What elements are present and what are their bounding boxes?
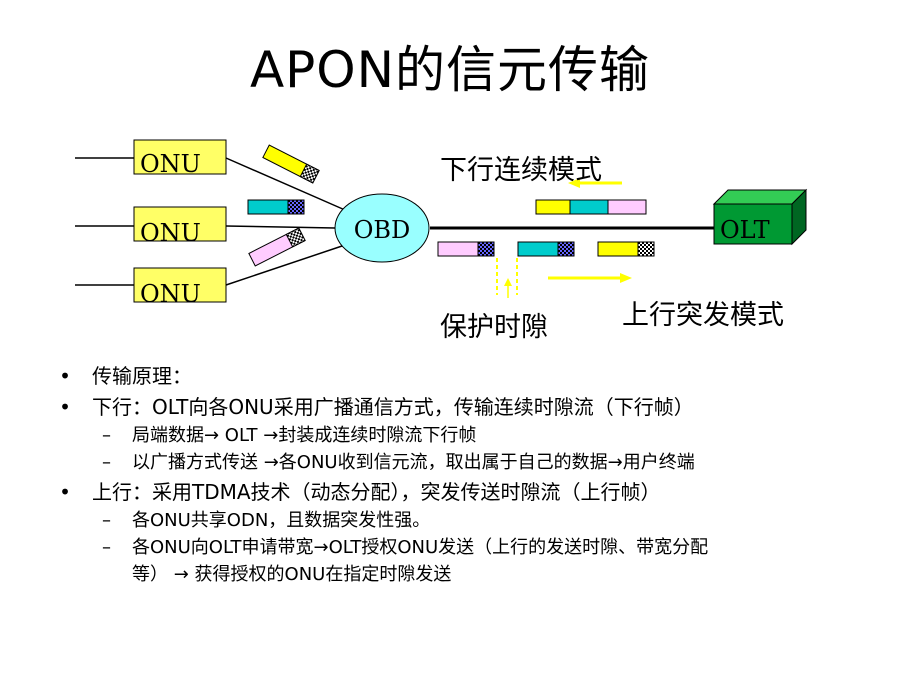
onu-label-1: ONU xyxy=(140,150,201,178)
sub-bullet-continuation: 等） → 获得授权的ONU在指定时隙发送 xyxy=(132,564,452,585)
guard-time-markers xyxy=(496,258,518,298)
bullet-text: 下行：OLT向各ONU采用广播通信方式，传输连续时隙流（下行帧） xyxy=(92,395,694,419)
onu1-obd-line xyxy=(225,157,346,211)
downstream-arrow xyxy=(568,178,622,188)
upstream-burst-cell-3 xyxy=(597,241,655,257)
sub-bullet-text: 各ONU共享ODN，且数据突发性强。 xyxy=(132,510,431,531)
sub-bullet: – 各ONU向OLT申请带宽→OLT授权ONU发送（上行的发送时隙、带宽分配 等… xyxy=(55,534,875,588)
upstream-arrow xyxy=(548,273,632,283)
sub-bullet-text: 各ONU向OLT申请带宽→OLT授权ONU发送（上行的发送时隙、带宽分配 xyxy=(132,537,709,558)
bullet-downstream: • 下行：OLT向各ONU采用广播通信方式，传输连续时隙流（下行帧） xyxy=(55,392,875,422)
onu-box-2: ONU xyxy=(133,206,227,247)
bullet-text: 上行：采用TDMA技术（动态分配），突发传送时隙流（上行帧） xyxy=(92,480,661,504)
sub-bullet-marker: – xyxy=(102,537,111,558)
obd-splitter: OBD xyxy=(334,193,430,263)
obd-label: OBD xyxy=(354,216,411,244)
bullet-upstream: • 上行：采用TDMA技术（动态分配），突发传送时隙流（上行帧） xyxy=(55,477,875,507)
upstream-burst-cell-2 xyxy=(517,241,575,257)
sub-bullet: – 局端数据→ OLT →封装成连续时隙流下行帧 xyxy=(55,422,875,449)
upstream-cell-onu1 xyxy=(262,144,320,184)
upstream-cell-onu3 xyxy=(248,227,306,267)
bullet-marker: • xyxy=(59,395,71,419)
bullet-marker: • xyxy=(59,364,71,388)
onu2-obd-line xyxy=(225,225,336,229)
bullet-list: • 传输原理： • 下行：OLT向各ONU采用广播通信方式，传输连续时隙流（下行… xyxy=(55,360,875,588)
sub-bullet: – 以广播方式传送 →各ONU收到信元流，取出属于自己的数据→用户终端 xyxy=(55,449,875,476)
sub-bullet: – 各ONU共享ODN，且数据突发性强。 xyxy=(55,507,875,534)
sub-bullet-marker: – xyxy=(102,452,111,473)
upstream-mode-label: 上行突发模式 xyxy=(622,300,784,331)
onu-box-1: ONU xyxy=(133,139,227,178)
onu-box-3: ONU xyxy=(133,267,227,308)
sub-bullet-marker: – xyxy=(102,425,111,446)
apon-diagram: ONU ONU ONU OBD OLT xyxy=(75,139,808,343)
onu3-obd-line xyxy=(225,244,346,286)
bullet-text: 传输原理： xyxy=(92,364,192,388)
bullet-principle: • 传输原理： xyxy=(55,361,875,391)
slide-title: APON的信元传输 xyxy=(249,41,651,99)
guard-time-label: 保护时隙 xyxy=(440,312,548,343)
downstream-frame xyxy=(535,199,647,215)
upstream-burst-cell-1 xyxy=(437,241,495,257)
sub-bullet-text: 局端数据→ OLT →封装成连续时隙流下行帧 xyxy=(132,425,477,446)
onu-label-2: ONU xyxy=(140,219,201,247)
upstream-cell-onu2 xyxy=(247,199,305,215)
sub-bullet-marker: – xyxy=(102,510,111,531)
olt-box: OLT xyxy=(712,188,808,246)
sub-bullet-text: 以广播方式传送 →各ONU收到信元流，取出属于自己的数据→用户终端 xyxy=(132,452,695,473)
bullet-marker: • xyxy=(59,480,71,504)
olt-label: OLT xyxy=(720,216,770,244)
downstream-mode-label: 下行连续模式 xyxy=(440,155,602,186)
onu-label-3: ONU xyxy=(140,280,201,308)
